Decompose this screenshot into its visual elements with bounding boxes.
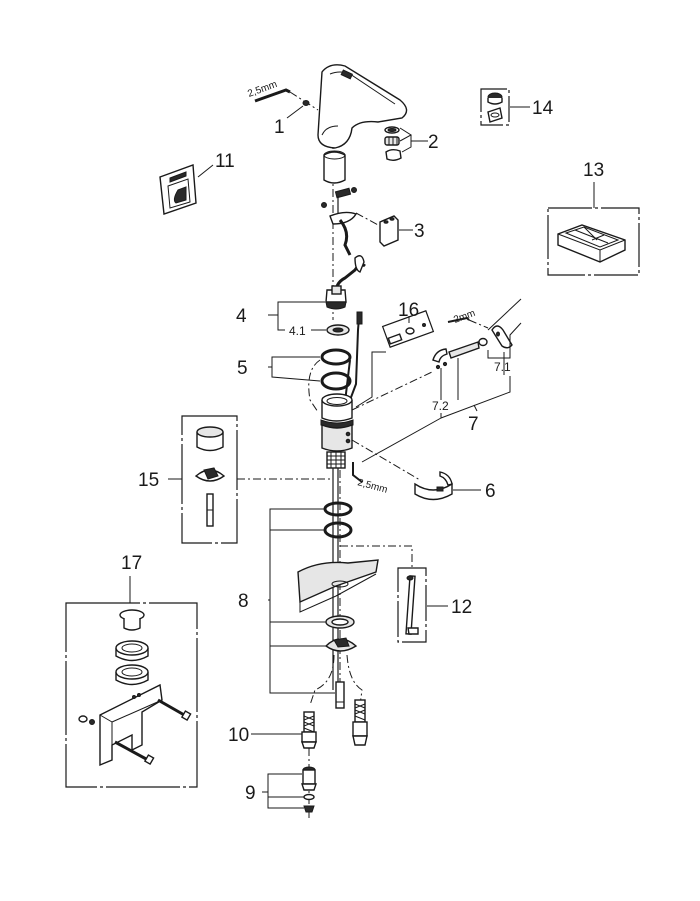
part-13-box (547, 207, 640, 276)
hex-key-size-lever: 2mm (452, 308, 477, 326)
assembly-arrow-5 (308, 359, 321, 413)
callout-15: 15 (138, 470, 159, 491)
callout-1: 1 (274, 117, 285, 138)
part-cap-sleeve (323, 150, 346, 184)
part-2-aerator (384, 126, 428, 161)
leader-16-link (355, 351, 386, 408)
part-12-mounting-rod (405, 575, 419, 635)
part-6-clip-ring (414, 471, 453, 501)
threaded-stud (335, 681, 345, 709)
part-15-sensor-cartridge (194, 426, 226, 527)
box-7-1 (487, 298, 522, 359)
leader-9 (262, 773, 304, 809)
hex-key-size-top: 2,5mm (246, 79, 278, 100)
leader-8 (268, 508, 335, 694)
part-16-box (381, 310, 435, 348)
callout-10-text: 10 (228, 725, 249, 746)
sensor-cable (349, 317, 360, 401)
part-8-washer (325, 615, 355, 629)
leader-11 (197, 164, 214, 178)
leader-5 (268, 356, 321, 382)
leader-7 (473, 404, 478, 412)
leader-7-bracket (361, 358, 511, 463)
part-17-mounting-kit (78, 609, 192, 767)
callout-17: 17 (121, 553, 142, 574)
callout-13: 13 (583, 160, 604, 181)
part-16-solenoid-parts (387, 323, 426, 345)
callout-9: 9 (245, 783, 256, 804)
part-5-o-ring-lower (320, 371, 352, 391)
callout-16: 16 (398, 300, 419, 321)
callout-2: 2 (428, 132, 439, 153)
callout-6: 6 (485, 481, 496, 502)
part-body-housing (320, 393, 354, 469)
leader-1 (286, 105, 304, 119)
part-12-box (397, 567, 427, 643)
sensor-plug (356, 311, 363, 325)
callout-5: 5 (237, 358, 248, 379)
callout-12: 12 (451, 597, 472, 618)
callout-11: 11 (215, 151, 235, 172)
callout-3: 3 (414, 221, 425, 242)
part-11-instruction-sticker (159, 164, 197, 215)
callout-7-2: 7.2 (432, 399, 449, 413)
part-8-horseshoe-washer (324, 637, 358, 652)
hex-key-icon (254, 88, 319, 111)
part-4-sensor-module (325, 255, 366, 310)
part-10-hose-left (301, 711, 317, 749)
leader-3-dash (355, 212, 381, 227)
hex-key-size-body: 2,5mm (356, 477, 388, 496)
callout-7: 7 (468, 414, 479, 435)
callout-8: 8 (238, 591, 249, 612)
part-17-box (65, 602, 198, 788)
hex-key-2mm-icon (447, 316, 470, 323)
hex-key-body-icon (352, 462, 363, 483)
part-14-box (480, 88, 510, 126)
part-5-o-ring-upper (320, 348, 352, 366)
part-sensor-bracket (321, 187, 358, 256)
part-4-1-washer (326, 324, 350, 336)
callout-7-1: 7.1 (494, 360, 511, 374)
part-3-clip (379, 215, 399, 247)
callout-4: 4 (236, 306, 247, 327)
part-9-connector (301, 766, 317, 813)
part-1-faucet-body (317, 64, 408, 149)
part-8-countertop-section (297, 559, 379, 613)
part-10-hose-right (352, 699, 368, 746)
part-14-spare-aerator (487, 92, 503, 123)
part-7-lever-assembly (432, 325, 513, 370)
leader-4 (268, 301, 325, 331)
callout-4-1: 4.1 (289, 324, 306, 338)
part-13-parts-tray (557, 224, 626, 263)
callout-14: 14 (532, 98, 554, 119)
